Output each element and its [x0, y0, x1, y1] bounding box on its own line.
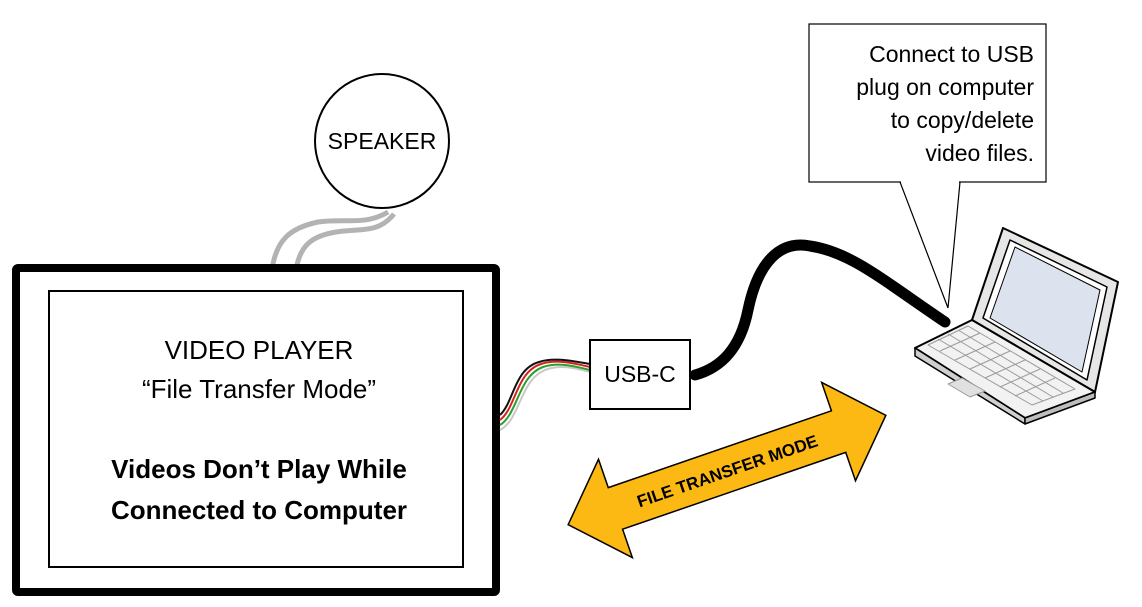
callout-line4: video files. — [925, 140, 1034, 166]
callout-line1: Connect to USB — [869, 41, 1034, 67]
player-warning-line1: Videos Don’t Play While — [111, 454, 407, 484]
video-player-screen — [48, 290, 464, 568]
player-mode: “File Transfer Mode” — [142, 374, 376, 404]
callout-line3: to copy/delete — [891, 107, 1034, 133]
arrow-shape — [567, 380, 887, 560]
speaker-circle — [314, 73, 450, 209]
callout-line2: plug on computer — [856, 74, 1034, 100]
usb-wires — [499, 358, 591, 431]
usb-c-label: USB-C — [604, 361, 676, 387]
player-warning-line2: Connected to Computer — [111, 495, 407, 525]
speaker-wires — [269, 209, 396, 271]
callout — [808, 23, 1047, 309]
player-title: VIDEO PLAYER — [165, 335, 354, 365]
laptop-icon — [914, 227, 1119, 425]
usb-c-connector — [589, 339, 691, 410]
speaker-label: SPEAKER — [328, 128, 437, 154]
usb-cable — [689, 239, 951, 381]
